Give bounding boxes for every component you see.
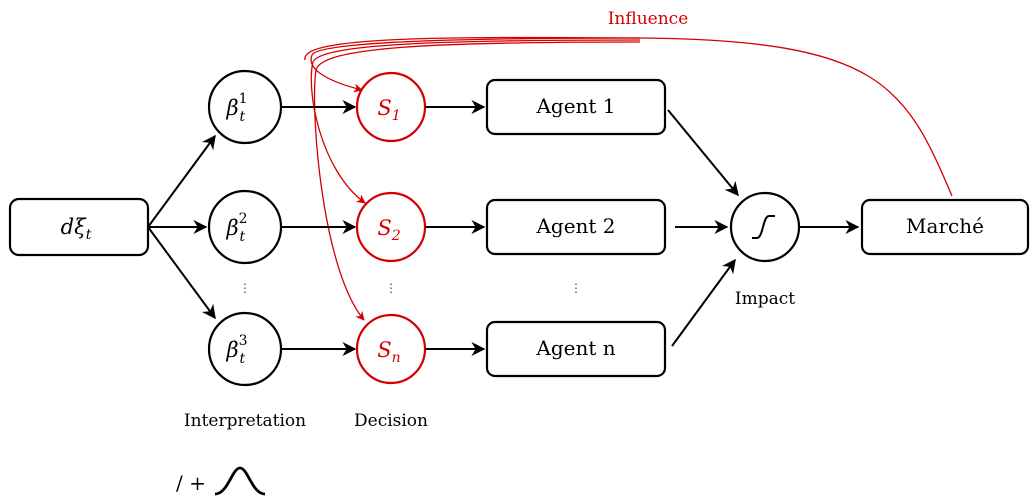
svg-text:Marché: Marché <box>906 214 984 238</box>
svg-text:β3t: β3t <box>225 333 247 367</box>
decision-node-2: S2 <box>355 191 427 263</box>
legend-text: / + <box>176 471 206 495</box>
svg-text:Agent 2: Agent 2 <box>535 214 615 238</box>
svg-text:β1t: β1t <box>225 91 247 125</box>
influence-curves <box>304 36 953 321</box>
source-arrows <box>147 134 216 320</box>
impact-caption: Impact <box>735 289 795 309</box>
source-node: dξt <box>8 197 150 257</box>
decision-node-3: Sn <box>355 313 427 385</box>
interpreter-ellipsis: ⋮ <box>239 281 251 295</box>
legend: / + <box>176 466 266 496</box>
svg-text:S2: S2 <box>377 216 400 244</box>
bell-curve-icon <box>214 466 266 496</box>
decision-arrows <box>425 100 486 356</box>
sigmoid-icon <box>752 215 775 239</box>
agent-arrows <box>667 109 739 347</box>
interpreter-arrows <box>281 100 357 356</box>
agent-ellipsis: ⋮ <box>570 281 582 295</box>
svg-text:Sn: Sn <box>377 338 400 366</box>
impact-node <box>729 191 801 263</box>
market-node: Marché <box>860 198 1030 256</box>
interpretation-caption: Interpretation <box>184 411 306 431</box>
influence-label: Influence <box>608 9 689 29</box>
svg-text:Agent 1: Agent 1 <box>535 94 615 118</box>
svg-text:β2t: β2t <box>225 211 247 245</box>
decision-ellipsis: ⋮ <box>385 281 397 295</box>
svg-text:S1: S1 <box>377 96 400 124</box>
source-label: dξt <box>61 215 92 243</box>
decision-caption: Decision <box>354 411 428 431</box>
agent-box-3: Agent n <box>485 320 667 378</box>
svg-text:Agent n: Agent n <box>535 336 615 360</box>
decision-node-1: S1 <box>355 71 427 143</box>
agent-box-1: Agent 1 <box>485 78 667 136</box>
agent-box-2: Agent 2 <box>485 198 667 256</box>
